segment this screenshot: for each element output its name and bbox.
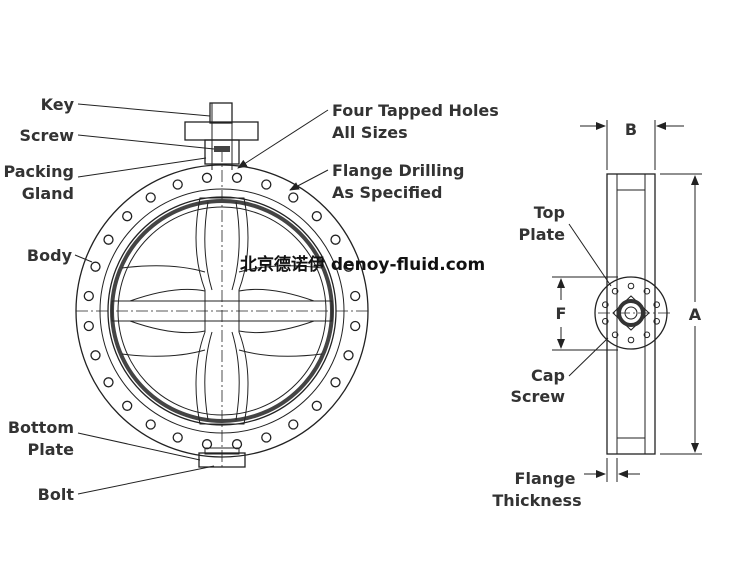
leader-screw: [77, 134, 215, 150]
side-view-labels: Top Plate Cap Screw Flange Thickness: [492, 203, 612, 510]
bolt-hole: [288, 419, 299, 430]
body-flange-outer: [75, 164, 369, 458]
bolt-hole: [145, 419, 156, 430]
packing-gland: [204, 139, 240, 165]
cap-screw: [627, 282, 635, 290]
bolt-hole: [330, 234, 341, 245]
cap-screw: [643, 287, 651, 295]
dim-f-label: F: [556, 304, 567, 323]
stem-screw: [214, 146, 230, 152]
label-key: Key: [41, 95, 75, 114]
watermark-text: 北京德诺伊 denoy-fluid.com: [240, 254, 485, 275]
leader-top-plate: [568, 223, 612, 287]
bolt-hole: [231, 172, 243, 183]
flange-inner-edge: [99, 188, 345, 434]
cap-screw: [627, 336, 635, 344]
front-view-labels: Key Screw Packing Gland Body Bottom Plat…: [3, 95, 498, 504]
dim-a-label: A: [689, 305, 702, 324]
leader-packing-gland: [77, 157, 207, 178]
bolt-hole: [261, 179, 272, 190]
cap-screw: [602, 318, 609, 325]
bolt-hole: [122, 400, 133, 411]
bolt-hole: [90, 261, 101, 272]
bolt-hole: [172, 179, 183, 190]
rib-fillets: [129, 288, 315, 334]
horizontal-rib: [111, 300, 333, 322]
cap-screw: [611, 287, 619, 295]
label-four-tapped-holes: Four Tapped Holes: [332, 101, 499, 120]
label-cap: Cap: [531, 366, 565, 385]
top-plate: [594, 276, 668, 350]
label-flange: Flange: [515, 469, 576, 488]
stem-bore: [617, 299, 645, 327]
disc-edge: [117, 206, 327, 416]
side-body: [606, 173, 656, 455]
cap-screw: [653, 301, 661, 309]
label-cap-screw: Screw: [510, 387, 565, 406]
top-mounting-plate: [184, 121, 259, 141]
dim-b-label: B: [625, 120, 637, 139]
bolt-hole: [343, 261, 354, 272]
key: [209, 102, 233, 124]
cap-screws: [602, 282, 661, 344]
leader-cap-screw: [568, 337, 609, 377]
label-bolt: Bolt: [38, 485, 75, 504]
label-gland: Gland: [22, 184, 74, 203]
bolt-hole: [330, 377, 341, 388]
cap-screw: [602, 301, 609, 309]
cap-screw: [643, 331, 651, 339]
bottom-boss: [204, 447, 240, 455]
bolt-hole: [83, 290, 94, 302]
seat-ring-outer: [107, 196, 337, 426]
label-body: Body: [27, 246, 73, 265]
bolt-hole: [350, 320, 361, 332]
label-bottom: Bottom: [8, 418, 74, 437]
bolt-hole: [231, 439, 243, 450]
label-all-sizes: All Sizes: [332, 123, 408, 142]
label-screw: Screw: [19, 126, 74, 145]
label-top: Top: [534, 203, 565, 222]
bolt-hole: [311, 211, 322, 222]
valve-side-view: B A F: [552, 120, 702, 482]
bolt-hole: [83, 320, 94, 332]
leader-tapped-holes: [237, 109, 329, 169]
bolt-hole: [261, 432, 272, 443]
bolt-hole: [288, 192, 299, 203]
leader-body: [74, 254, 93, 263]
label-packing: Packing: [3, 162, 74, 181]
bolt-hole: [201, 439, 213, 450]
label-plate: Plate: [27, 440, 74, 459]
disc-ribs: [111, 197, 333, 425]
cap-screw: [653, 318, 661, 325]
bolt-hole: [103, 234, 114, 245]
valve-front-view: [75, 102, 369, 470]
bolt-hole: [145, 192, 156, 203]
bolt-hole: [90, 350, 101, 361]
bolt-hole: [122, 211, 133, 222]
bolt-hole: [343, 350, 354, 361]
label-flange-drilling: Flange Drilling: [332, 161, 464, 180]
leader-key: [77, 103, 211, 117]
rib-upper-lower: [121, 265, 323, 357]
cap-screw: [611, 331, 619, 339]
bolt-hole: [350, 290, 361, 302]
label-thickness: Thickness: [492, 491, 581, 510]
bolt-hole: [201, 172, 213, 183]
label-as-specified: As Specified: [332, 183, 442, 202]
stem-core: [624, 306, 638, 320]
bolt-hole: [311, 400, 322, 411]
bolt-hole: [172, 432, 183, 443]
flange-bolt-holes: [83, 172, 361, 450]
leader-flange-drilling: [289, 169, 329, 191]
bolt-hole: [103, 377, 114, 388]
rib-contours: [204, 201, 240, 421]
stem-assembly: [184, 102, 259, 170]
leader-bolt: [77, 465, 215, 495]
leader-bottom-plate: [77, 432, 201, 461]
label-top-plate: Plate: [518, 225, 565, 244]
